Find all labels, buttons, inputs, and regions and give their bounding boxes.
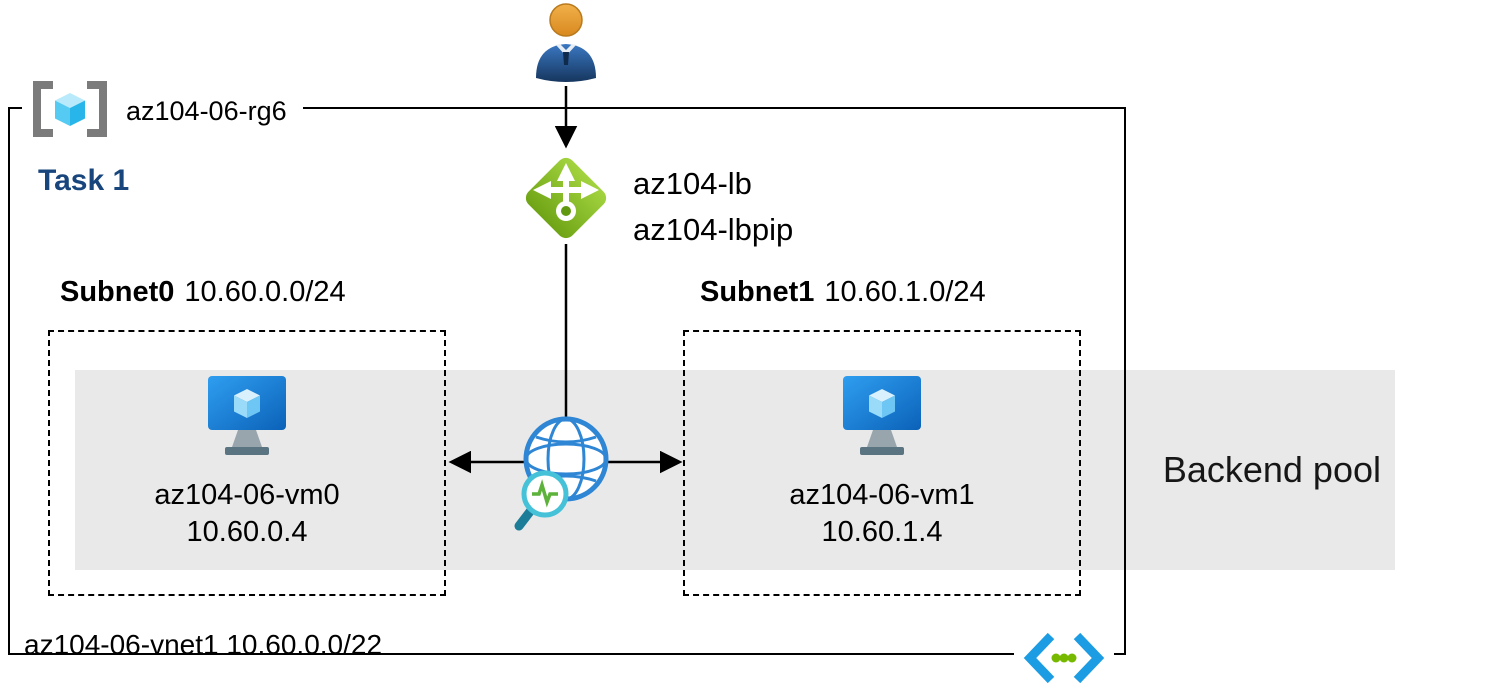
subnet0-cidr: 10.60.0.0/24 [184, 276, 346, 308]
vm0-name: az104-06-vm0 [154, 479, 340, 511]
globe-health-probe-icon [512, 413, 620, 537]
subnet1-label: Subnet1 10.60.1.0/24 [700, 276, 986, 309]
subnet1-box [683, 330, 1081, 596]
virtual-network-icon [1014, 629, 1114, 687]
resource-group-icon [28, 80, 112, 143]
vm0-labels: az104-06-vm0 10.60.0.4 [48, 477, 446, 551]
subnet0-box [48, 330, 446, 596]
backend-pool-label: Backend pool [1162, 449, 1381, 490]
resource-group-header: az104-06-rg6 [22, 80, 303, 143]
load-balancer-labels: az104-lb az104-lbpip [633, 161, 793, 253]
backend-pool-band: Backend pool [75, 370, 1395, 570]
subnet1-cidr: 10.60.1.0/24 [824, 276, 986, 308]
user-icon [532, 2, 600, 82]
vm0-ip: 10.60.0.4 [186, 516, 308, 548]
load-balancer-name: az104-lb [633, 166, 752, 201]
load-balancer-public-ip: az104-lbpip [633, 212, 794, 247]
virtual-machine-icon-vm1 [841, 374, 923, 466]
vm1-name: az104-06-vm1 [789, 479, 975, 511]
vnet-label: az104-06-vnet1 10.60.0.0/22 [24, 629, 383, 660]
virtual-machine-icon-vm0 [206, 374, 288, 466]
subnet0-label: Subnet0 10.60.0.0/24 [60, 276, 346, 309]
task-label: Task 1 [38, 164, 130, 197]
subnet1-name: Subnet1 [700, 276, 815, 308]
load-balancer-icon [518, 150, 614, 246]
subnet0-name: Subnet0 [60, 276, 175, 308]
vm1-labels: az104-06-vm1 10.60.1.4 [683, 477, 1081, 551]
vm1-ip: 10.60.1.4 [821, 516, 943, 548]
resource-group-name: az104-06-rg6 [126, 96, 287, 126]
